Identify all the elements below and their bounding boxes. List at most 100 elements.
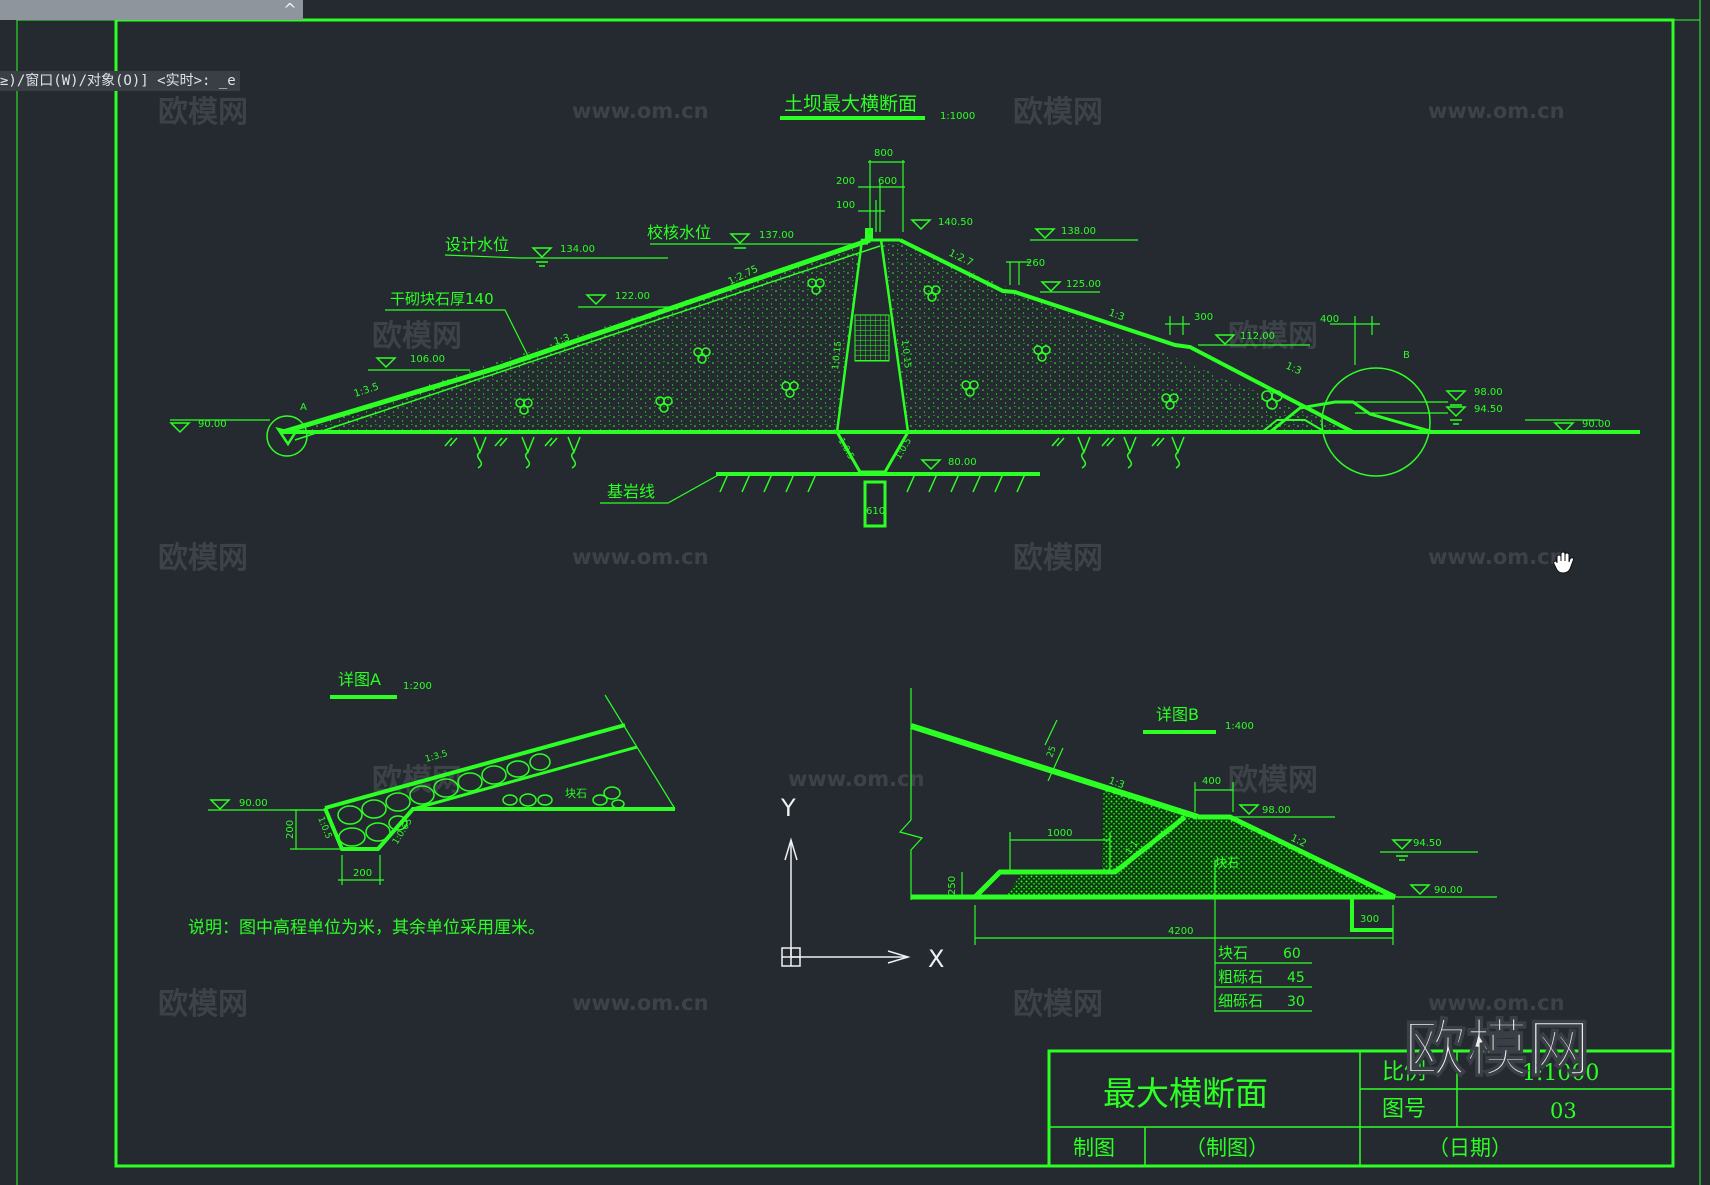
level-122-value: 122.00 [615, 291, 650, 302]
detail-a-dim-height: 200 [285, 820, 296, 839]
dim-400: 400 [1320, 314, 1339, 325]
detail-a-stones [337, 753, 625, 847]
detail-b-dim-300: 300 [1360, 914, 1379, 925]
detail-a-drawing [208, 694, 676, 885]
detail-a-rock-label: 块石 [565, 787, 587, 800]
watermark-logo: 欧模网 [1013, 541, 1103, 576]
level-80-value: 80.00 [948, 457, 977, 468]
material-thickness: 45 [1287, 970, 1305, 986]
material-table: 块石 60 粗砾石 45 细砾石 30 [1218, 944, 1305, 1010]
detail-a-dim-width: 200 [353, 868, 372, 879]
dim-200: 200 [836, 176, 855, 187]
level-90-left-value: 90.00 [198, 419, 227, 430]
drawing-title: 最大横断面 [1103, 1074, 1268, 1113]
level-90-right-value: 90.00 [1582, 419, 1611, 430]
title-block-frame [1047, 1049, 1675, 1168]
riprap-leader [385, 309, 531, 361]
hand-cursor-icon [1553, 551, 1574, 574]
detail-a-scale: 1:200 [403, 681, 432, 692]
detail-b-dim-250: 250 [947, 876, 958, 895]
material-name: 细砾石 [1218, 992, 1263, 1010]
level-94-value: 94.50 [1474, 404, 1503, 415]
slope-1-3-down1: 1:3 [1107, 307, 1126, 323]
parapet [865, 228, 873, 241]
detail-a-break-line [604, 694, 676, 810]
watermark-logo: 欧模网 [1013, 987, 1103, 1022]
detail-a-level-marker [209, 799, 231, 811]
riprap-inner-line [294, 245, 881, 441]
watermark-logo: 欧模网 [158, 95, 248, 130]
leader-design-water [444, 254, 521, 259]
drawn-label: 制图 [1073, 1136, 1115, 1160]
crest-dimensions [858, 160, 1380, 365]
material-name: 块石 [1218, 944, 1248, 962]
axis-x-label: X [928, 945, 944, 973]
point-b-label: B [1403, 350, 1410, 361]
watermark-layer: 欧模网 www.om.cn 欧模网 www.om.cn 欧模网 欧模网 欧模网 … [158, 95, 1565, 1022]
detail-b-scale: 1:400 [1225, 721, 1254, 732]
design-water-label: 设计水位 [445, 235, 509, 254]
bedrock-hatch [719, 473, 1026, 493]
detail-b-drawing [898, 688, 1497, 1012]
level-90-left-marker [169, 422, 191, 434]
point-a-label: A [300, 402, 307, 413]
slope-1-3-down2: 1:3 [1284, 361, 1303, 378]
watermark-url: www.om.cn [572, 545, 709, 569]
command-line-prompt[interactable]: ≥)/窗口(W)/对象(O)] <实时>: _e [0, 71, 240, 91]
detail-b-90-marker [1409, 884, 1431, 896]
design-water-marker [531, 247, 553, 267]
check-water-marker [729, 233, 751, 249]
detail-b-berm [973, 815, 1187, 899]
main-cross-section [170, 160, 1640, 528]
toe-drain-line [1269, 400, 1434, 434]
detail-a-slope-inner [412, 745, 638, 811]
dim-600: 600 [878, 176, 897, 187]
level-125-marker [1040, 281, 1062, 293]
detail-a-title: 详图A [338, 670, 381, 689]
riprap-label: 干砌块石厚140 [390, 290, 494, 308]
detail-b-dim-4200: 4200 [1168, 926, 1193, 937]
slope-1-3-up: 1:3 [553, 332, 572, 347]
downstream-slope-line [899, 238, 1354, 434]
detail-b-dims [961, 719, 1394, 945]
number-value: 03 [1550, 1099, 1577, 1123]
general-note: 说明：图中高程单位为米，其余单位采用厘米。 [188, 918, 545, 938]
axis-y-label: Y [780, 794, 796, 822]
number-label: 图号 [1382, 1097, 1426, 1122]
level-90-right-marker [1553, 422, 1575, 434]
vegetation-symbols [515, 278, 1283, 415]
watermark-logo: 欧模网 [372, 319, 462, 354]
detail-b-300-mark [1350, 897, 1393, 932]
toe-drain-inner [1261, 419, 1326, 433]
trench-slope-left: 1:0.5 [835, 437, 855, 462]
detail-a-circle [266, 415, 308, 457]
dim-300: 300 [1194, 312, 1213, 323]
detail-b-level-ground: 90.00 [1434, 885, 1463, 896]
bedrock-label: 基岩线 [607, 482, 655, 501]
level-106-value: 106.00 [410, 354, 445, 365]
level-125-value: 125.00 [1066, 279, 1101, 290]
window-top-strip [0, 0, 303, 20]
watermark-logo: 欧模网 [158, 541, 248, 576]
collapse-chevron-icon[interactable]: ^ [283, 0, 297, 19]
dim-610: 610 [866, 506, 885, 517]
watermark-logo: 欧模网 [158, 987, 248, 1022]
watermark-logo: 欧模网 [1228, 319, 1318, 354]
water-level-lines [170, 239, 1600, 421]
detail-b-dim-25: 25 [1045, 745, 1058, 759]
title-block [1047, 1049, 1675, 1168]
detail-a-toe-outline [323, 807, 675, 851]
detail-b-slope [910, 723, 1199, 820]
core-slope-left: 1:0.15 [831, 341, 844, 371]
level-94-marker [1445, 406, 1467, 425]
level-98-marker [1445, 390, 1467, 406]
trench-bottom-dim [863, 480, 887, 528]
watermark-logo: 欧模网 [1228, 763, 1318, 798]
material-thickness: 60 [1283, 946, 1301, 962]
level-80-marker [920, 459, 942, 471]
detail-b-rock-fill [1005, 817, 1395, 897]
check-water-value: 137.00 [759, 230, 794, 241]
detail-b-dim-1000: 1000 [1047, 828, 1072, 839]
material-name: 粗砾石 [1218, 968, 1263, 986]
